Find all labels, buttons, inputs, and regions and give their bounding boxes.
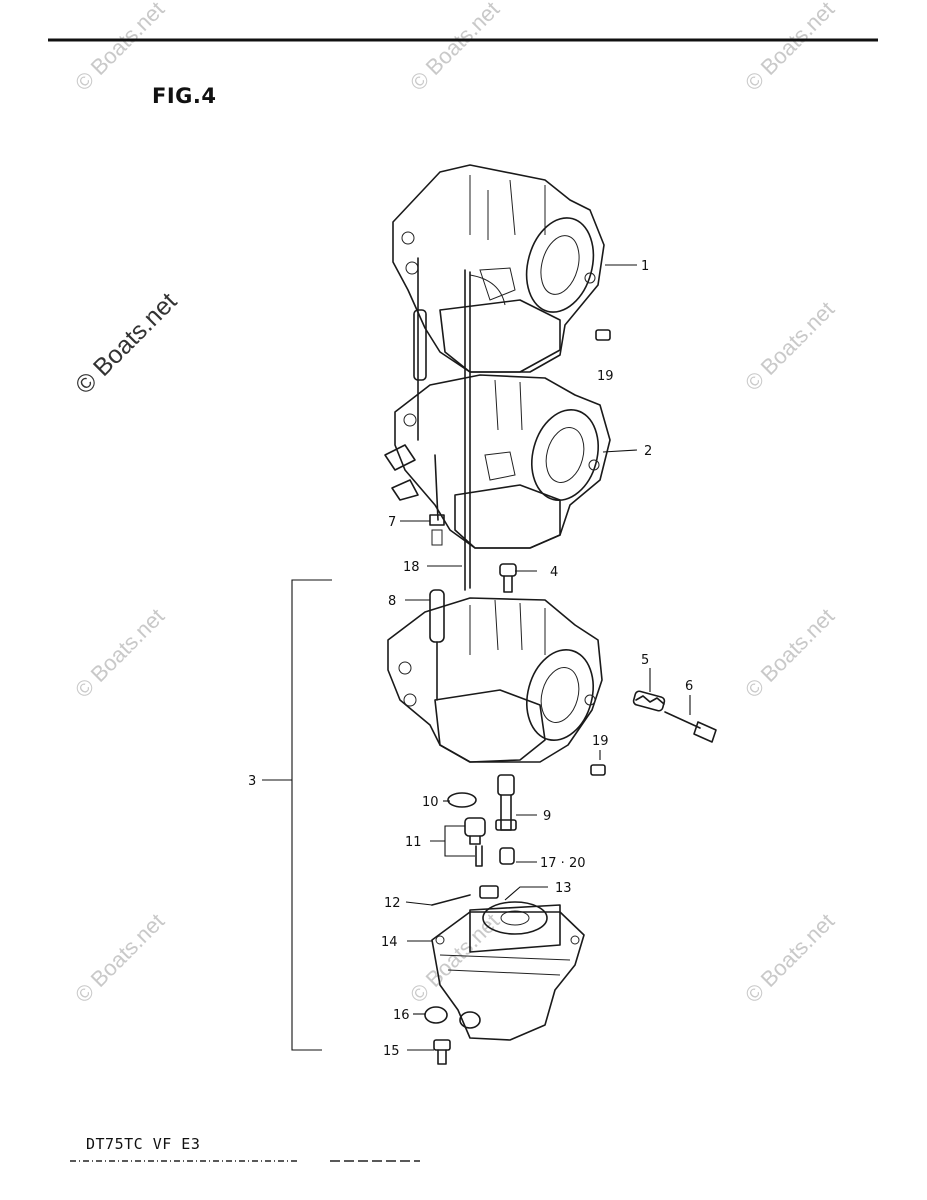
callout-label: 15 (383, 1044, 400, 1059)
callout-label: 8 (388, 594, 396, 609)
part-10-o-ring (447, 792, 477, 808)
callout-label: 5 (641, 653, 649, 668)
part-15-screw (433, 1039, 451, 1065)
figure-title: FIG.4 (152, 84, 217, 108)
callout-label: 19 (597, 369, 614, 384)
part-13-float (469, 885, 561, 953)
callout-label: 6 (685, 679, 693, 694)
part-5-spring (632, 690, 666, 712)
part-12-pin (431, 894, 471, 906)
part-6-adjust-screw (664, 711, 717, 743)
callout-label: 13 (555, 881, 572, 896)
callout-label: 4 (550, 565, 558, 580)
carburetor-upper (392, 164, 605, 373)
part-19-screw (590, 329, 611, 776)
assembly-3-bracket (291, 579, 332, 1051)
callout-label: 2 (644, 444, 652, 459)
model-code: DT75TC VF E3 (86, 1135, 201, 1153)
part-16-washer (424, 1006, 448, 1024)
part-14-float-bowl (431, 911, 585, 1041)
callout-label: 9 (543, 809, 551, 824)
leader-lines (400, 264, 691, 1051)
callout-label: 18 (403, 560, 420, 575)
carburetor-lower (387, 597, 603, 763)
part-9-nozzle (495, 774, 517, 831)
part-4-screw (499, 563, 517, 593)
callout-label: 17 · 20 (540, 856, 585, 871)
callout-label: 10 (422, 795, 439, 810)
callout-label: 19 (592, 734, 609, 749)
part-7-screw (429, 454, 445, 546)
part-11-needle-seat (464, 817, 486, 867)
callout-label: 14 (381, 935, 398, 950)
link-rods (413, 257, 471, 591)
callout-label: 3 (248, 774, 256, 789)
callout-label: 12 (384, 896, 401, 911)
callout-label: 11 (405, 835, 422, 850)
callout-label: 16 (393, 1008, 410, 1023)
callout-label: 7 (388, 515, 396, 530)
callout-label: 1 (641, 259, 649, 274)
carburetor-middle (384, 374, 611, 549)
part-8-sleeve (429, 589, 445, 701)
callout-labels: 1 19 2 7 18 4 8 3 5 6 19 10 9 11 17 · 20… (248, 259, 693, 1059)
part-17-20-jet (499, 847, 515, 865)
